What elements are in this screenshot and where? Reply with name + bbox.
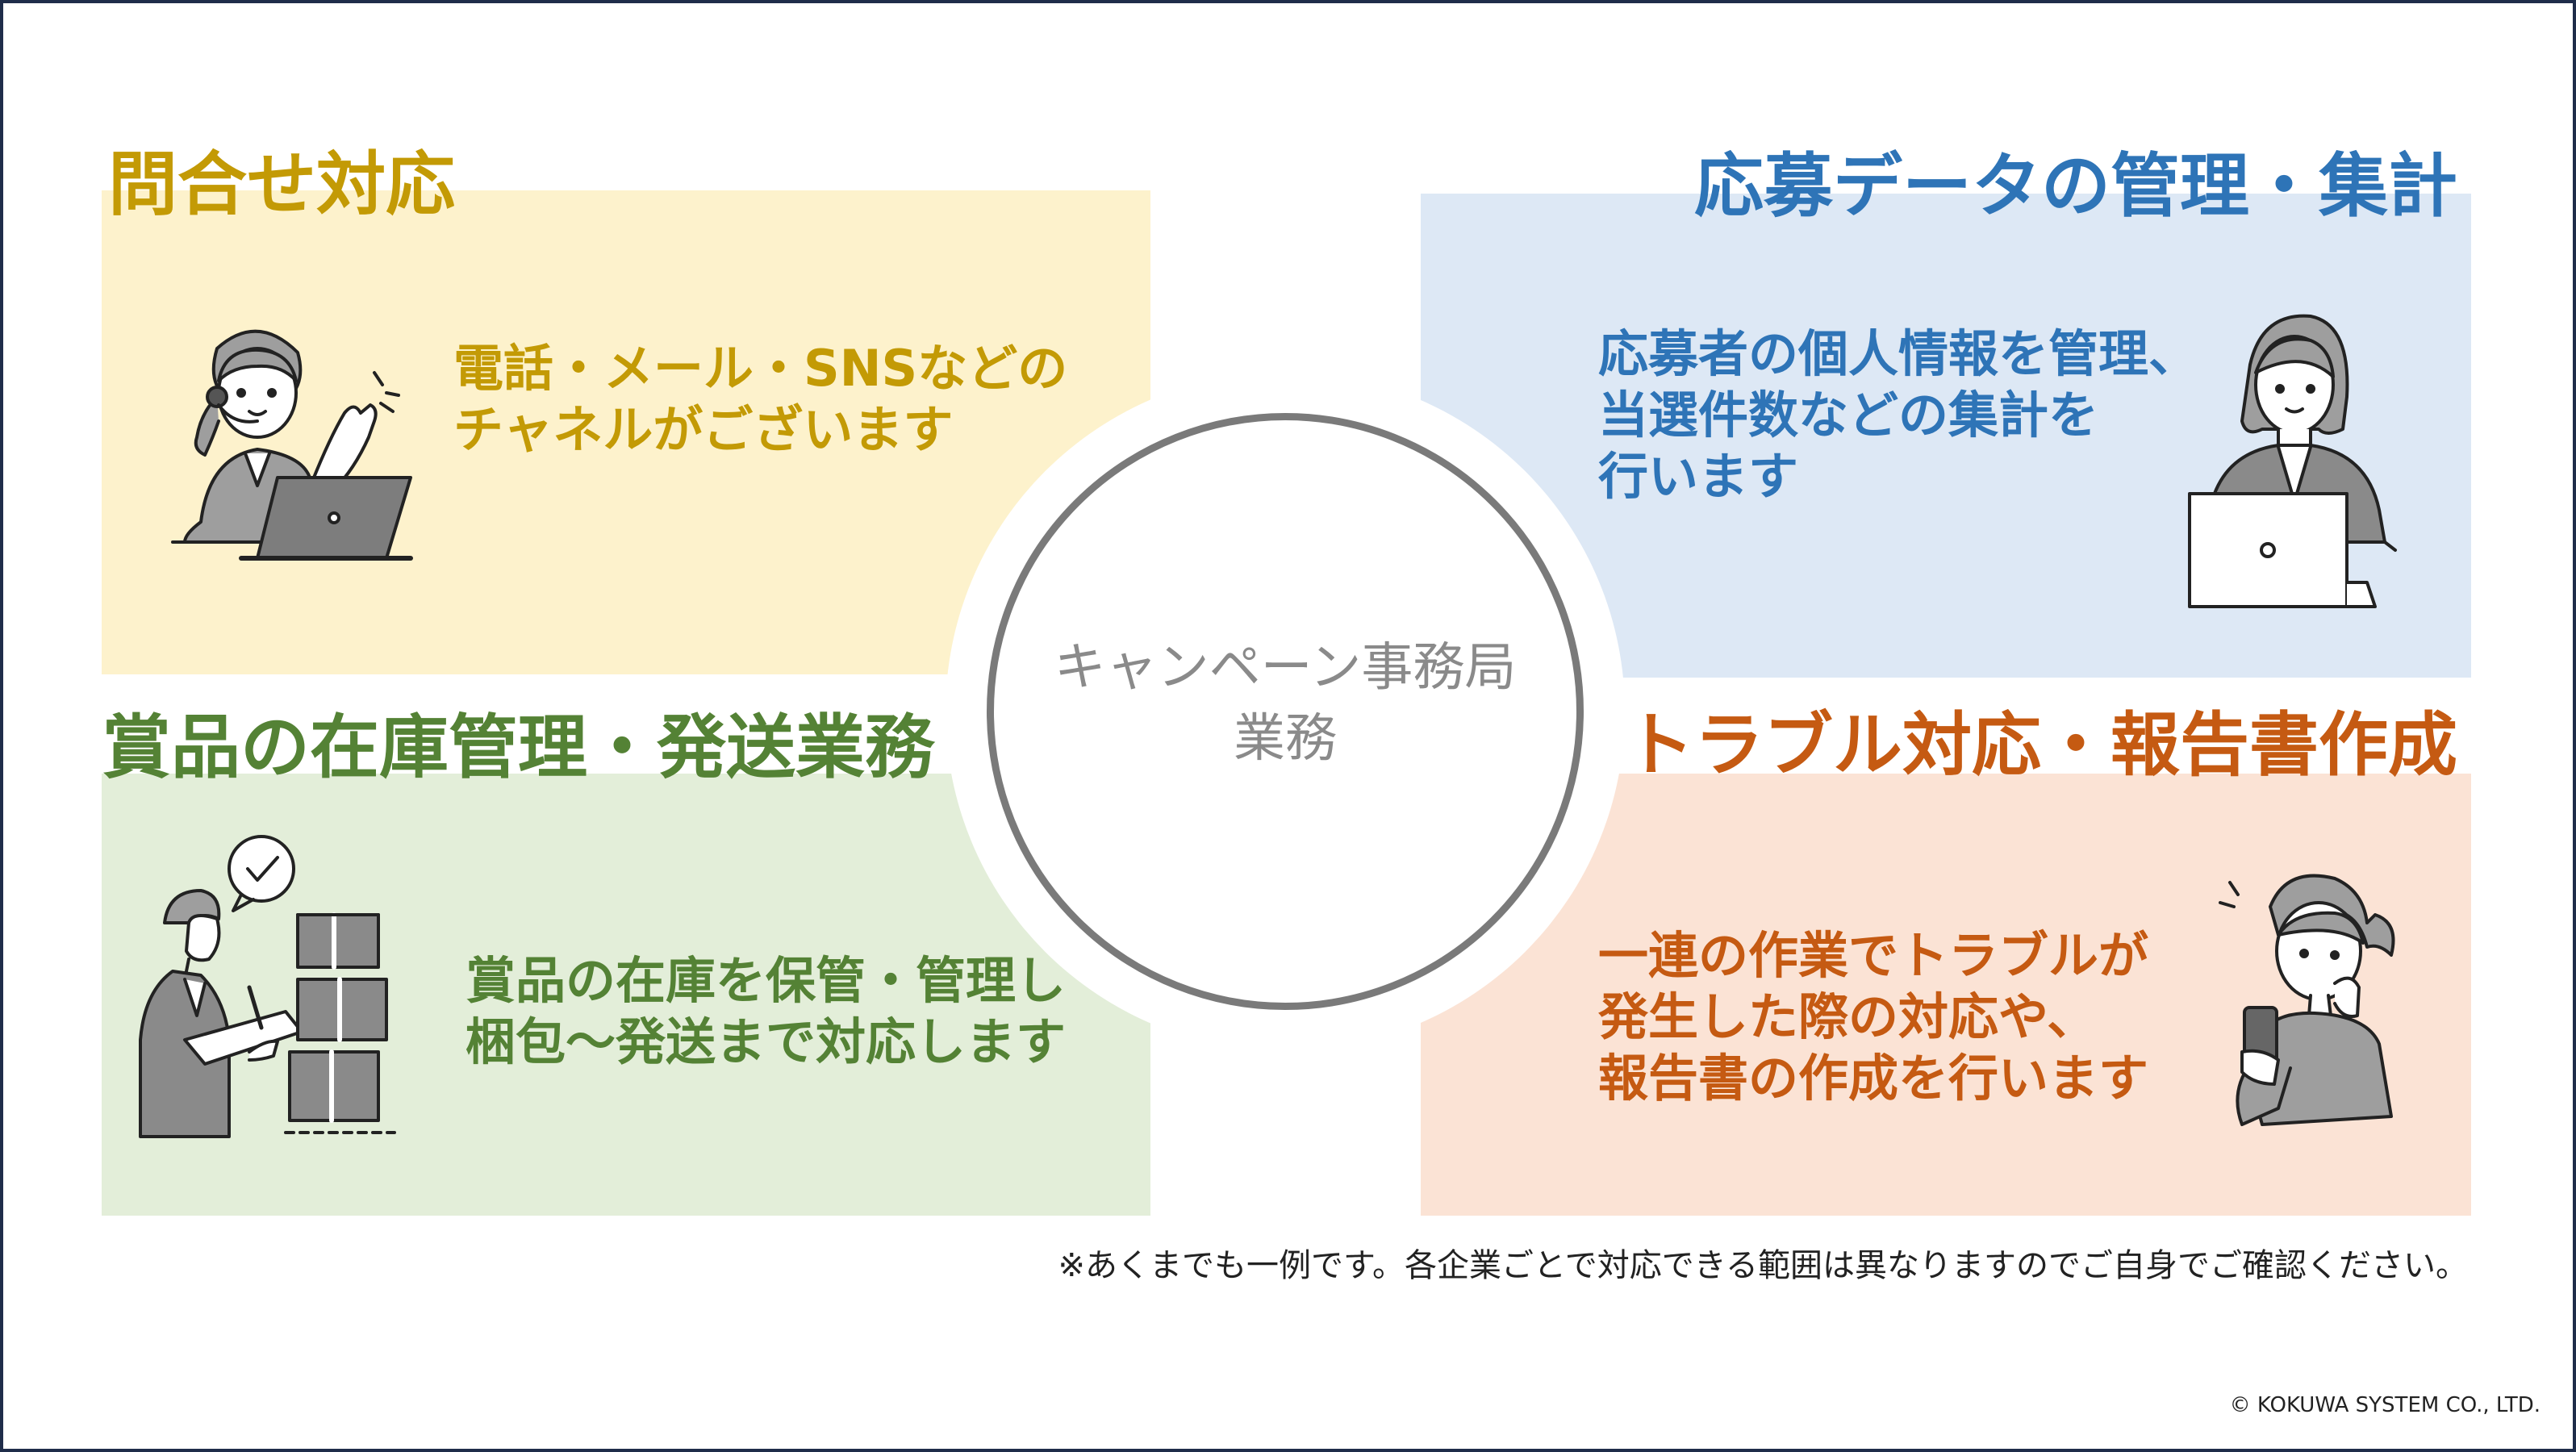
description-line: 発生した際の対応や、 bbox=[1598, 987, 2098, 1046]
call-center-operator-illustration bbox=[171, 329, 413, 561]
description-inquiry: 電話・メール・SNSなどの チャネルがございます bbox=[453, 338, 1067, 461]
description-inventory-shipping: 賞品の在庫を保管・管理し 梱包～発送まで対応します bbox=[466, 950, 1066, 1073]
center-label-line1: キャンペーン事務局 bbox=[1054, 638, 1517, 698]
description-line: 報告書の作成を行います bbox=[1598, 1049, 2149, 1108]
description-line: 一連の作業でトラブルが bbox=[1598, 926, 2149, 985]
description-data-management: 応募者の個人情報を管理、 当選件数などの集計を 行います bbox=[1598, 323, 2198, 507]
description-line: 応募者の個人情報を管理、 bbox=[1598, 324, 2199, 383]
footnote: ※あくまでも一例です。各企業ごとで対応できる範囲は異なりますのでご自身でご確認く… bbox=[1058, 1247, 2468, 1284]
inventory-check-illustration bbox=[139, 835, 396, 1138]
center-label: キャンペーン事務局 業務 bbox=[987, 632, 1584, 774]
description-line: 梱包～発送まで対応します bbox=[466, 1012, 1067, 1071]
description-line: 当選件数などの集計を bbox=[1598, 386, 2099, 444]
center-circle bbox=[987, 413, 1584, 1010]
center-label-line2: 業務 bbox=[1234, 709, 1337, 769]
description-line: 行います bbox=[1598, 447, 1799, 506]
heading-trouble-report: トラブル対応・報告書作成 bbox=[1625, 705, 2457, 786]
worried-woman-phone-illustration bbox=[2219, 874, 2395, 1126]
description-line: 電話・メール・SNSなどの bbox=[453, 339, 1068, 398]
heading-inventory-shipping: 賞品の在庫管理・発送業務 bbox=[102, 707, 934, 788]
copyright: © KOKUWA SYSTEM CO., LTD. bbox=[2229, 1393, 2541, 1417]
description-line: チャネルがございます bbox=[453, 400, 954, 459]
heading-inquiry: 問合せ対応 bbox=[108, 144, 455, 225]
heading-data-management: 応募データの管理・集計 bbox=[1694, 146, 2457, 227]
description-trouble-report: 一連の作業でトラブルが 発生した際の対応や、 報告書の作成を行います bbox=[1598, 925, 2148, 1109]
description-line: 賞品の在庫を保管・管理し bbox=[466, 951, 1067, 1010]
office-worker-laptop-illustration bbox=[2188, 314, 2397, 608]
